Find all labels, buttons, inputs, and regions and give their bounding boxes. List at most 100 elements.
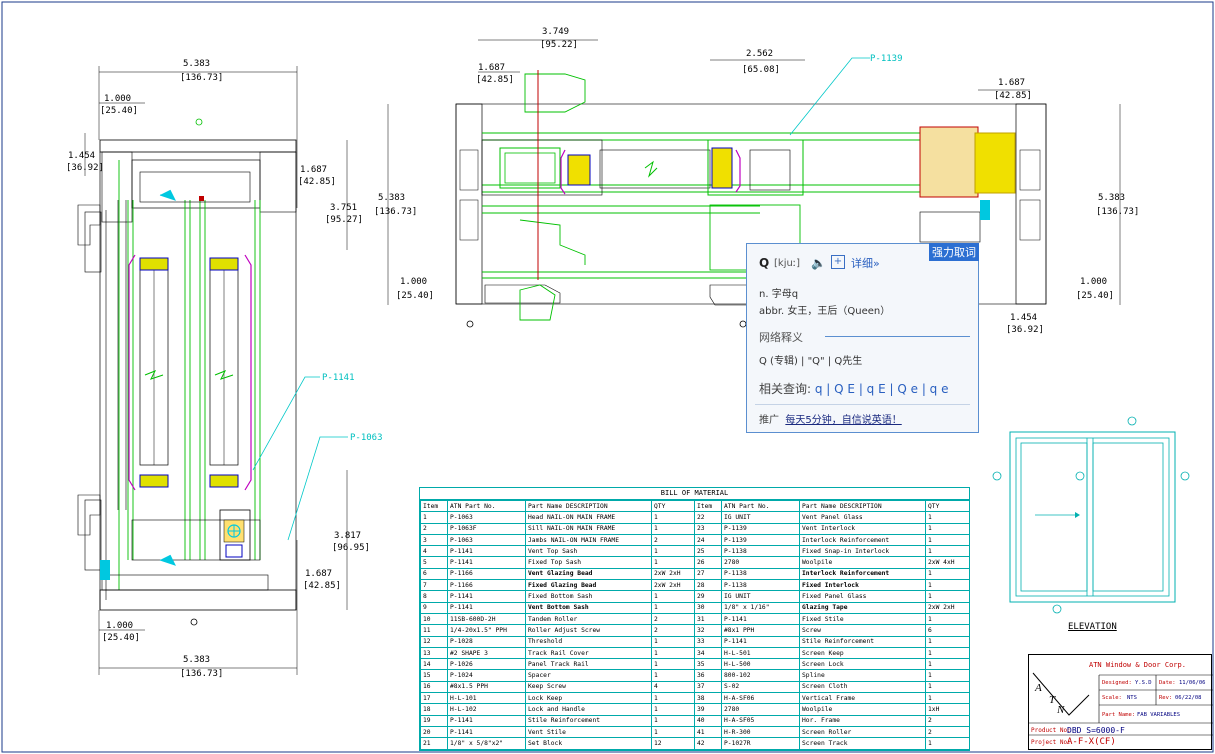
promo-link[interactable]: 每天5分钟，自信说英语！ <box>785 415 902 426</box>
bom-header-cell: QTY <box>925 499 969 513</box>
bom-cell: P-1141 <box>721 612 800 626</box>
svg-text:T: T <box>1049 694 1056 706</box>
bom-cell: Vertical Frame <box>799 692 926 705</box>
bom-cell: P-1139 <box>721 522 800 535</box>
dictionary-popup[interactable]: 强力取词 Q [kjuː] 🔈 + 详细» n. 字母q abbr. 女王，王后… <box>746 243 979 433</box>
bom-cell: 1 <box>925 635 969 648</box>
dim-left-1687: 1.687 <box>300 165 327 175</box>
elevation-view <box>992 416 1190 614</box>
bom-cell: Hor. Frame <box>799 714 926 727</box>
bom-cell: #2 SHAPE 3 <box>447 646 526 660</box>
dim-top-1687: 1.687 <box>478 63 505 73</box>
bom-cell: 800-102 <box>721 669 800 682</box>
bom-cell: Head NAIL-ON MAIN FRAME <box>525 511 652 524</box>
speaker-icon[interactable]: 🔈 <box>811 256 826 270</box>
bom-cell: 20 <box>420 725 448 739</box>
strong-lookup-button[interactable]: 强力取词 <box>929 243 979 261</box>
bom-cell: Screw <box>799 624 926 637</box>
bom-cell: 28 <box>694 579 722 592</box>
related-label: 相关查询: <box>759 382 812 396</box>
details-link[interactable]: 详细» <box>851 257 880 270</box>
bom-cell: 33 <box>694 635 722 648</box>
bom-cell: 2 <box>420 522 448 535</box>
bom-cell: 1 <box>925 658 969 671</box>
scale-value: NTS <box>1127 695 1137 701</box>
bom-cell: Glazing Tape <box>799 601 926 614</box>
dim-left-bot-width: 5.383 <box>183 655 210 665</box>
dim-left-1454: 1.454 <box>68 151 95 161</box>
top-horizontal-section: 3.749 [95.22] 1.687 [42.85] 2.562 [65.08… <box>374 27 1139 335</box>
bom-cell: 2 <box>651 612 695 626</box>
bom-cell: 1 <box>651 646 695 660</box>
bom-cell: Fixed Glazing Bead <box>525 579 652 592</box>
bom-cell: 10 <box>420 612 448 626</box>
callout-p1139: P-1139 <box>870 54 903 64</box>
dim-left-1000-mm: [25.40] <box>100 106 138 116</box>
bom-cell: 6 <box>925 624 969 637</box>
section-divider <box>825 336 970 337</box>
bom-cell: 30 <box>694 601 722 614</box>
bom-cell: 1 <box>925 692 969 705</box>
bom-cell: 7 <box>420 579 448 592</box>
bom-cell: Keep Screw <box>525 680 652 694</box>
popup-word: Q <box>759 256 770 270</box>
bom-cell: 2xW 2xH <box>651 567 695 581</box>
bom-cell: H-L-102 <box>447 703 526 716</box>
bom-cell: 2780 <box>721 703 800 716</box>
bom-cell: 32 <box>694 624 722 637</box>
bom-cell: P-1138 <box>721 567 800 581</box>
bom-cell: Woolpile <box>799 703 926 716</box>
bom-cell: 1 <box>651 725 695 739</box>
net-definitions-items[interactable]: Q (专辑) | "Q" | Q先生 <box>759 356 863 367</box>
bom-cell: Spline <box>799 669 926 682</box>
bom-cell: P-1141 <box>447 556 526 569</box>
dim-left-1687-mm: [42.85] <box>298 177 336 187</box>
related-links[interactable]: q | Q E | q E | Q e | q e <box>814 382 949 396</box>
bom-cell: P-1166 <box>447 567 526 581</box>
bom-cell: Interlock Reinforcement <box>799 533 926 547</box>
dim-left-side-1000-mm: [25.40] <box>396 291 434 301</box>
bom-cell: P-1141 <box>447 725 526 739</box>
bom-cell: Fixed Stile <box>799 612 926 626</box>
bom-cell: P-1141 <box>721 635 800 648</box>
dim-right-1454-mm: [36.92] <box>1006 325 1044 335</box>
bom-cell: Set Block <box>525 737 652 750</box>
bom-cell: 17 <box>420 692 448 705</box>
bom-cell: 1 <box>420 511 448 524</box>
dim-left-side-1000: 1.000 <box>400 277 427 287</box>
bom-cell: Vent Bottom Sash <box>525 601 652 614</box>
bom-cell: 16 <box>420 680 448 694</box>
bom-cell: 1 <box>651 692 695 705</box>
bom-cell: H-A-SF06 <box>721 692 800 705</box>
dim-left-side-5383-mm: [136.73] <box>374 207 417 217</box>
bom-cell: 1 <box>651 511 695 524</box>
product-value: DBD S=6000-F <box>1067 726 1125 735</box>
dim-right-1454: 1.454 <box>1010 313 1037 323</box>
promo-divider <box>755 404 970 405</box>
dim-left-3751: 3.751 <box>330 203 357 213</box>
bom-header-cell: ATN Part No. <box>447 499 526 513</box>
bom-cell: 2xW 2xH <box>651 579 695 592</box>
net-definitions-title: 网络释义 <box>759 331 803 344</box>
dim-left-bot-1000: 1.000 <box>106 621 133 631</box>
bom-cell: IG UNIT <box>721 590 800 603</box>
title-block: A T N ATN Window & Door Corp. Designed: … <box>1028 654 1213 750</box>
bom-cell: P-1024 <box>447 669 526 682</box>
bom-cell: Screen Roller <box>799 725 926 739</box>
bom-cell: 2 <box>925 714 969 727</box>
bom-cell: Fixed Top Sash <box>525 556 652 569</box>
bom-header-cell: Item <box>420 499 448 513</box>
bom-cell: Tandem Roller <box>525 612 652 626</box>
bom-header-cell: Item <box>694 499 722 513</box>
bom-cell: 24 <box>694 533 722 547</box>
add-icon[interactable]: + <box>831 255 845 269</box>
dim-top-2562: 2.562 <box>746 49 773 59</box>
svg-text:A: A <box>1034 682 1042 694</box>
